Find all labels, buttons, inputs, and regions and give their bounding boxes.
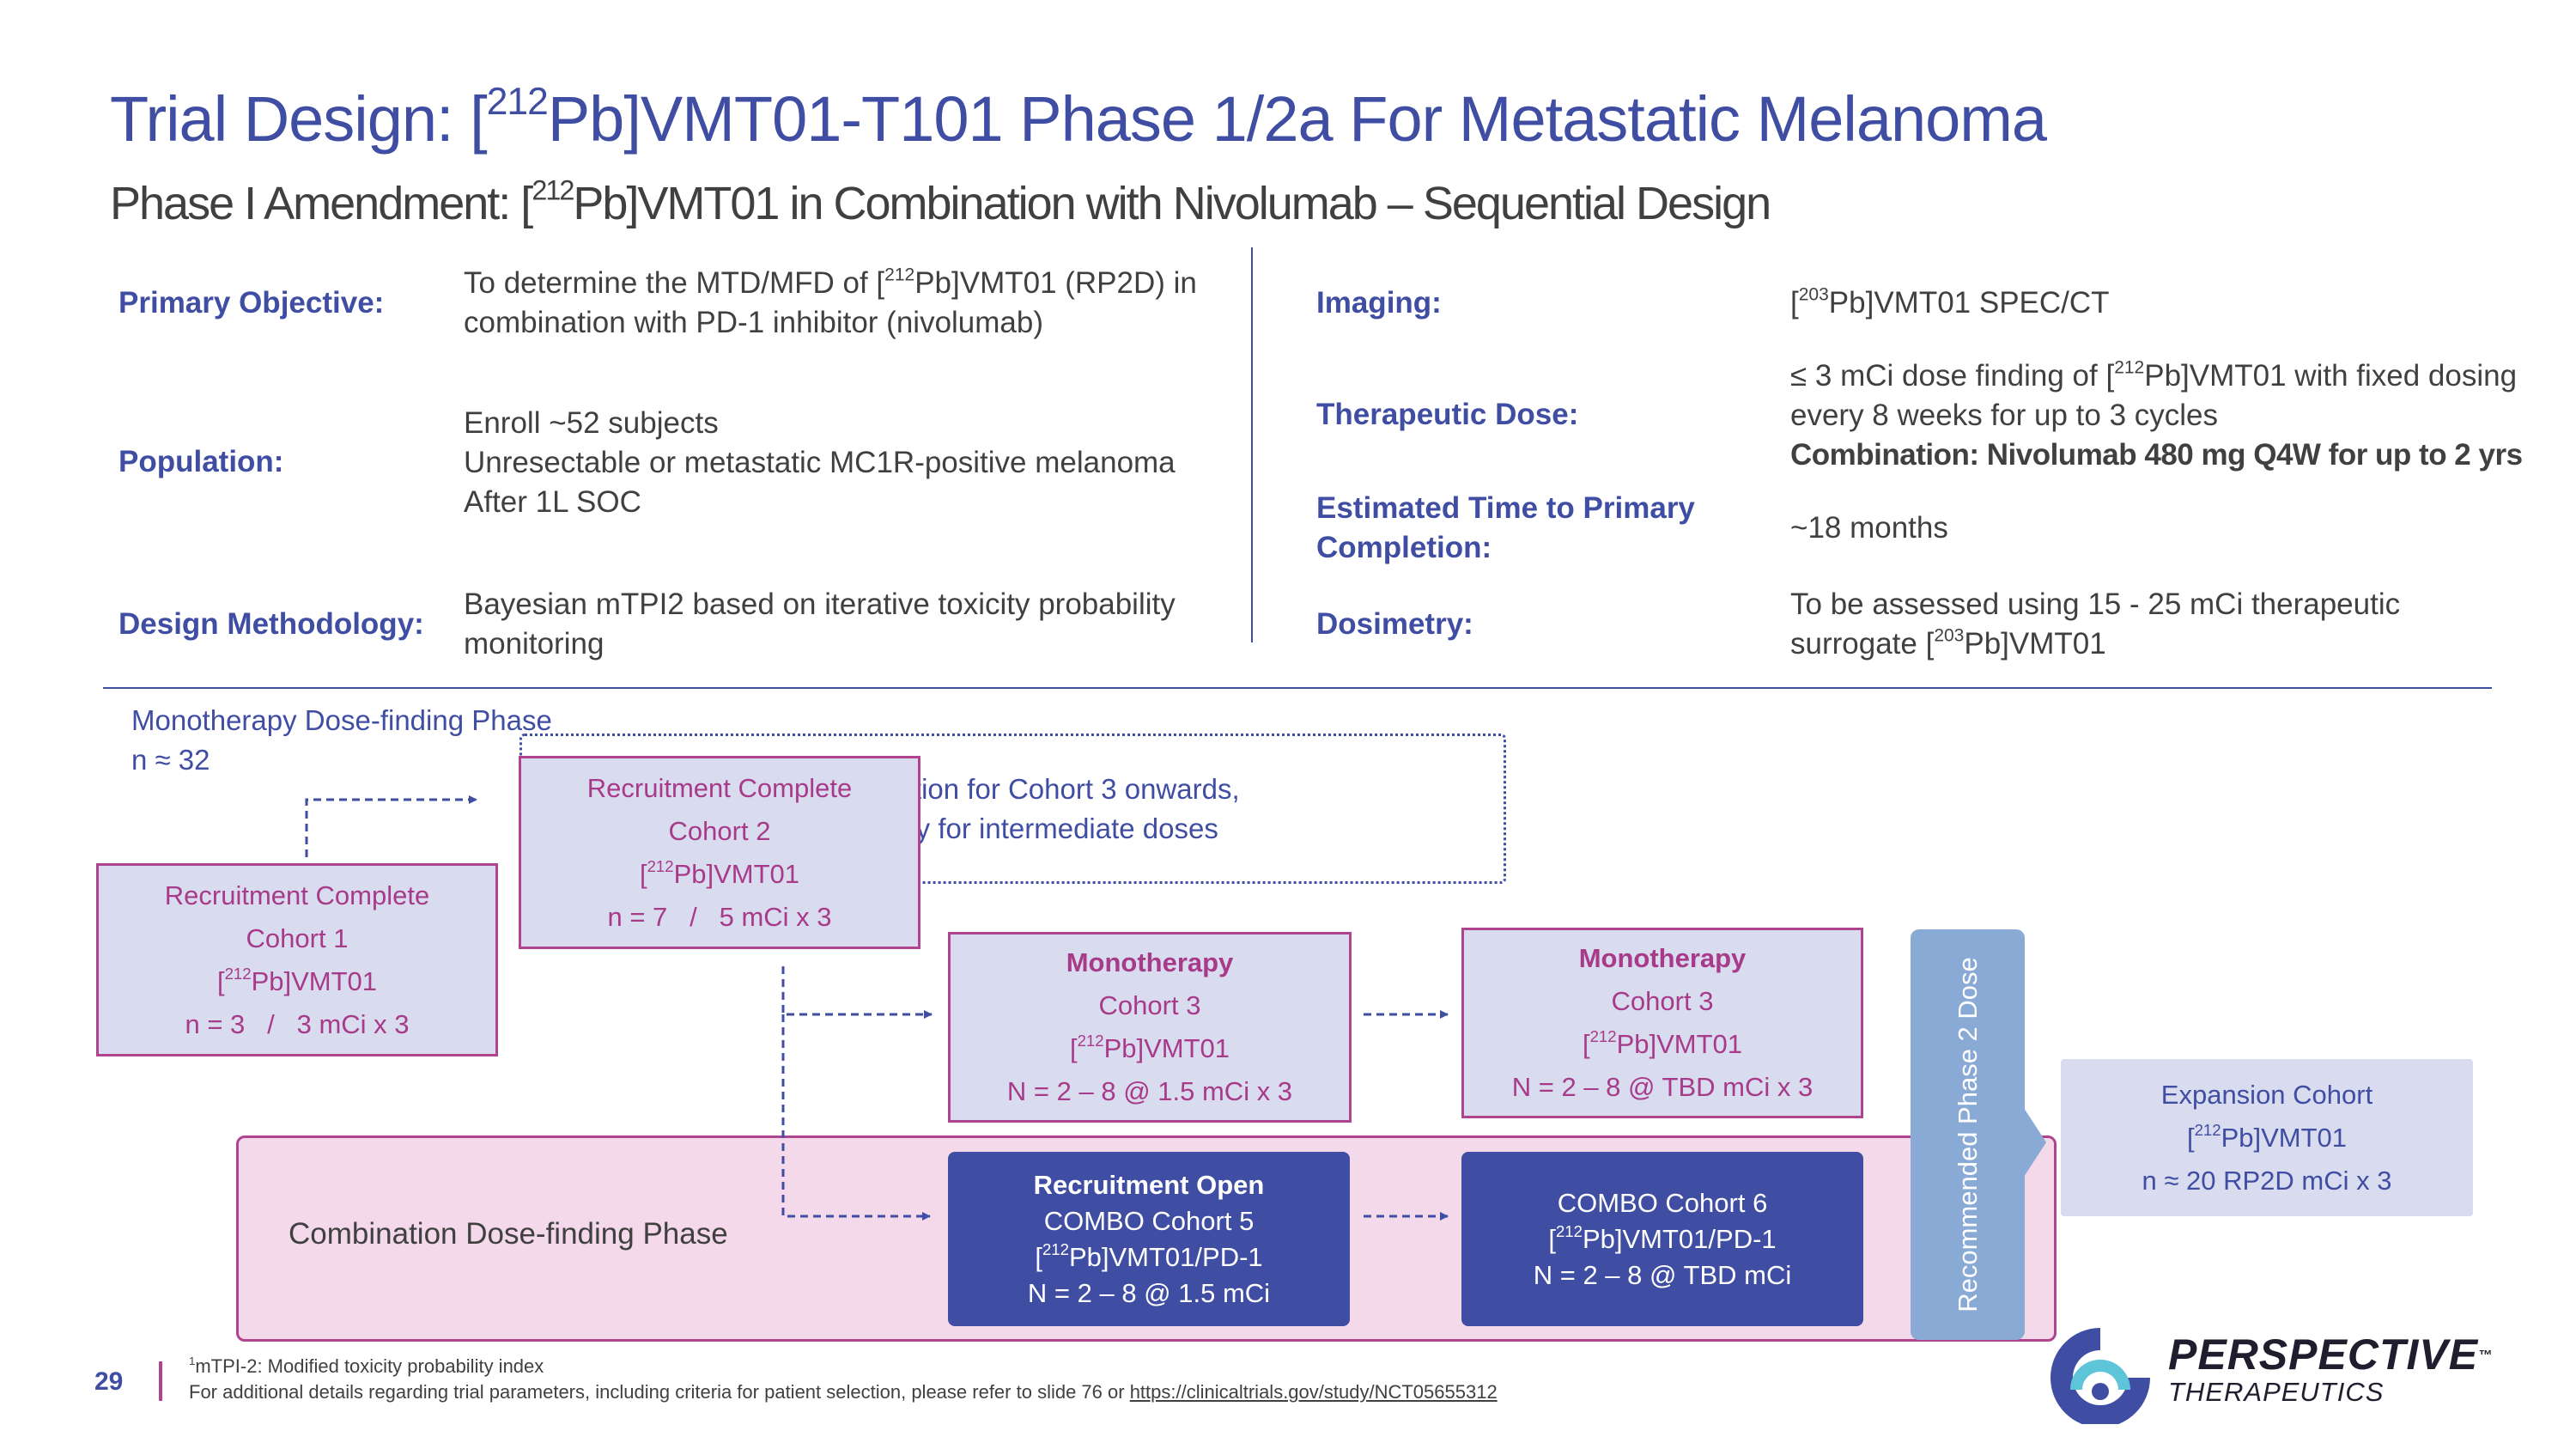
arrow-cohort2-to-cohort5: [781, 1014, 931, 1221]
population-value: Enroll ~52 subjects Unresectable or meta…: [464, 406, 1176, 519]
logo-subtext: THERAPEUTICS: [2168, 1377, 2385, 1407]
expansion-cohort-box: Expansion Cohort [212Pb]VMT01 n ≈ 20 RP2…: [2061, 1059, 2473, 1216]
primary-objective-label: Primary Objective:: [118, 286, 385, 320]
cohort3-box: Monotherapy Cohort 3 [212Pb]VMT01 N = 2 …: [948, 932, 1352, 1123]
dosimetry-label: Dosimetry:: [1316, 607, 1473, 641]
rp2d-bar: Recommended Phase 2 Dose: [1911, 929, 2025, 1340]
mono-phase-heading: Monotherapy Dose-finding Phase n ≈ 32: [131, 704, 552, 776]
cohort5-box: Recruitment Open COMBO Cohort 5 [212Pb]V…: [948, 1152, 1350, 1326]
cohort1-box: Recruitment Complete Cohort 1 [212Pb]VMT…: [96, 863, 498, 1056]
therapeutic-dose-value: ≤ 3 mCi dose finding of [212Pb]VMT01 wit…: [1790, 357, 2523, 472]
arrow-cohort2-to-cohort3: [781, 966, 933, 1019]
primary-objective-value: To determine the MTD/MFD of [212Pb]VMT01…: [464, 265, 1197, 339]
design-methodology-label: Design Methodology:: [118, 607, 424, 641]
page-number: 29: [94, 1367, 124, 1396]
cohort6-box: COMBO Cohort 6 [212Pb]VMT01/PD-1 N = 2 –…: [1461, 1152, 1863, 1326]
design-methodology-value: Bayesian mTPI2 based on iterative toxici…: [464, 588, 1176, 661]
page-subtitle: Phase I Amendment: [212Pb]VMT01 in Combi…: [110, 174, 1771, 229]
footer-details: For additional details regarding trial p…: [189, 1381, 1498, 1403]
rp2d-arrow-icon: [2024, 1108, 2046, 1177]
dosimetry-value: To be assessed using 15 - 25 mCi therape…: [1790, 588, 2401, 661]
footer-divider: [159, 1361, 162, 1401]
page-title: Trial Design: [212Pb]VMT01-T101 Phase 1/…: [110, 80, 2047, 155]
therapeutic-dose-label: Therapeutic Dose:: [1316, 398, 1579, 431]
cohort2-box: Recruitment Complete Cohort 2 [212Pb]VMT…: [519, 756, 920, 949]
logo-wordmark: PERSPECTIVE™: [2168, 1330, 2494, 1379]
clinicaltrials-link[interactable]: https://clinicaltrials.gov/study/NCT0565…: [1129, 1381, 1498, 1403]
arrow-cohort1-to-cohort2: [305, 795, 477, 857]
imaging-label: Imaging:: [1316, 286, 1442, 320]
combo-phase-title: Combination Dose-finding Phase: [289, 1217, 728, 1251]
population-label: Population:: [118, 445, 284, 478]
column-divider: [1251, 247, 1253, 642]
perspective-logo-icon: [2050, 1328, 2150, 1424]
cohort4-box: Monotherapy Cohort 3 [212Pb]VMT01 N = 2 …: [1461, 928, 1863, 1118]
rp2d-label: Recommended Phase 2 Dose: [1952, 957, 1983, 1312]
estimated-time-label: Estimated Time to Primary Completion:: [1316, 491, 1695, 564]
footnote: 1mTPI-2: Modified toxicity probability i…: [189, 1354, 544, 1377]
section-divider: [103, 687, 2492, 689]
estimated-time-value: ~18 months: [1790, 511, 1948, 545]
imaging-value: [203Pb]VMT01 SPEC/CT: [1790, 284, 2110, 320]
